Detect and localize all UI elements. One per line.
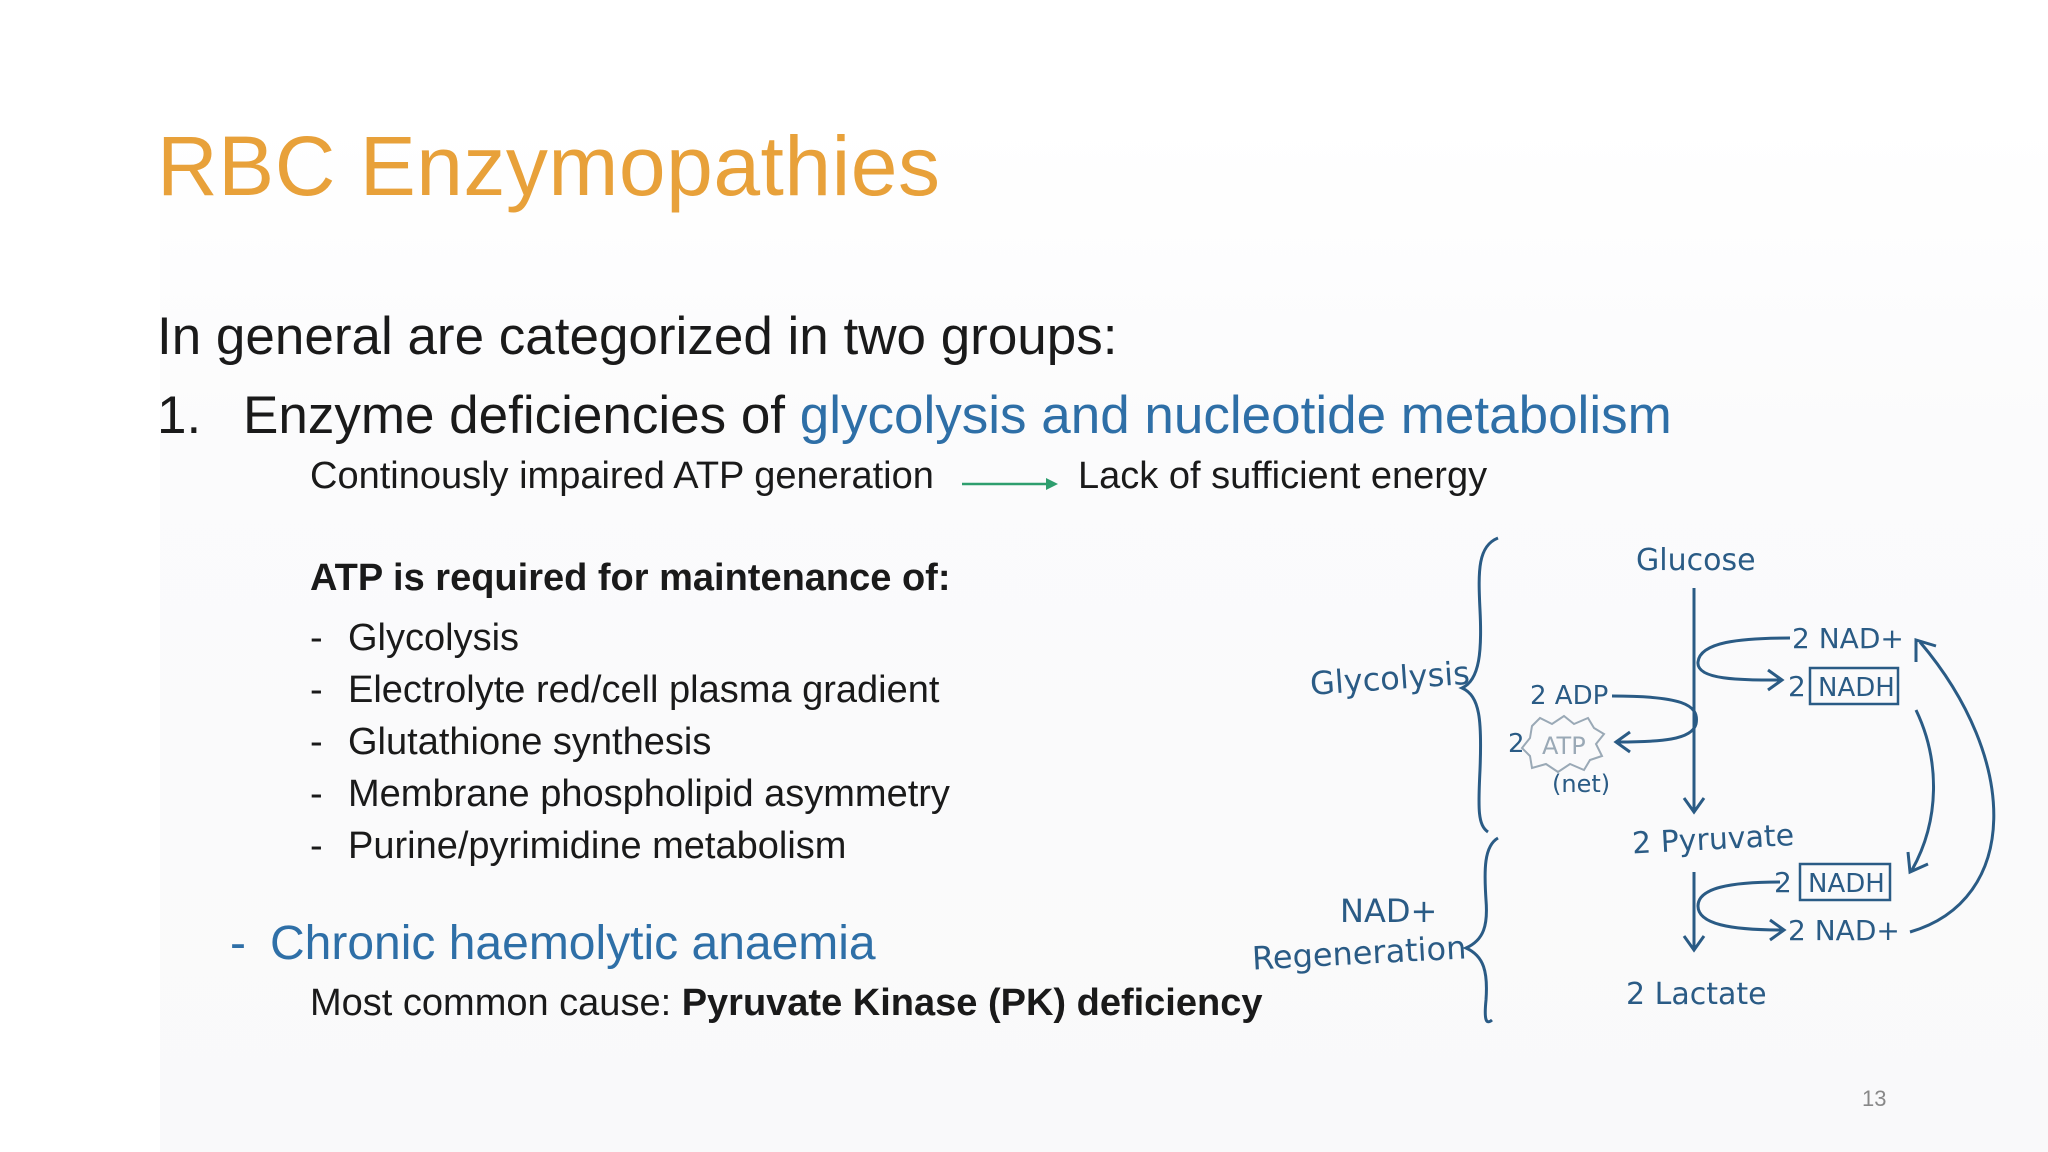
nad-label: NAD+ [1340, 892, 1437, 930]
lactate-label: 2 Lactate [1626, 977, 1767, 1012]
glycolysis-diagram: Glycolysis NAD+ Regeneration Glucose 2 N… [1251, 536, 1996, 1024]
atp-heading: ATP is required for maintenance of: [310, 557, 951, 599]
slide-title: RBC Enzymopathies [157, 119, 941, 213]
atp-label: ATP [1542, 732, 1586, 760]
impairment-cause: Continously impaired ATP generation [310, 455, 934, 497]
point-1-prefix: Enzyme deficiencies of [243, 386, 800, 445]
nad-recycle-arrow [1909, 641, 1996, 934]
impairment-effect: Lack of sufficient energy [1078, 455, 1488, 497]
list-item: -Glycolysis [310, 617, 520, 659]
point-1: 1. Enzyme deficiencies of glycolysis and … [157, 385, 1672, 446]
point-1-highlight: glycolysis and nucleotide metabolism [799, 386, 1672, 445]
net-label: (net) [1552, 770, 1610, 798]
nadh-bottom-box [1798, 862, 1892, 902]
slide-background [160, 120, 2048, 1152]
nadh-bottom: NADH [1808, 869, 1885, 899]
glycolysis-label: Glycolysis [1309, 654, 1471, 703]
atp-star-icon [1520, 714, 1606, 774]
point-1-number: 1. [157, 386, 202, 445]
list-item: -Purine/pyrimidine metabolism [310, 825, 847, 867]
pyruvate-label: 2 Pyruvate [1631, 818, 1795, 861]
nadh-top-prefix: 2 [1788, 670, 1806, 703]
atp-prefix: 2 [1508, 729, 1525, 759]
list-item: -Membrane phospholipid asymmetry [310, 773, 950, 815]
adp-label: 2 ADP [1530, 681, 1608, 711]
regeneration-label: Regeneration [1251, 928, 1467, 977]
nad-plus-bottom: 2 NAD+ [1788, 914, 1900, 947]
intro-text: In general are categorized in two groups… [157, 307, 1118, 366]
common-cause: Most common cause: Pyruvate Kinase (PK) … [310, 982, 1263, 1024]
page-number: 13 [1862, 1086, 1887, 1111]
nad-plus-top: 2 NAD+ [1792, 622, 1904, 655]
green-arrow-icon [962, 478, 1058, 490]
chronic-anaemia: -Chronic haemolytic anaemia [230, 917, 876, 970]
glucose-label: Glucose [1636, 543, 1756, 578]
atp-list: -Glycolysis -Electrolyte red/cell plasma… [310, 612, 950, 872]
list-item: -Electrolyte red/cell plasma gradient [310, 669, 940, 711]
regeneration-brace [1462, 836, 1499, 1024]
nadh-top: NADH [1818, 673, 1895, 703]
glycolysis-brace [1458, 536, 1499, 834]
list-item: -Glutathione synthesis [310, 721, 712, 763]
nadh-recycle-arrow [1910, 709, 1935, 871]
nadh-bottom-prefix: 2 [1774, 866, 1792, 899]
nadh-top-box [1808, 666, 1900, 706]
